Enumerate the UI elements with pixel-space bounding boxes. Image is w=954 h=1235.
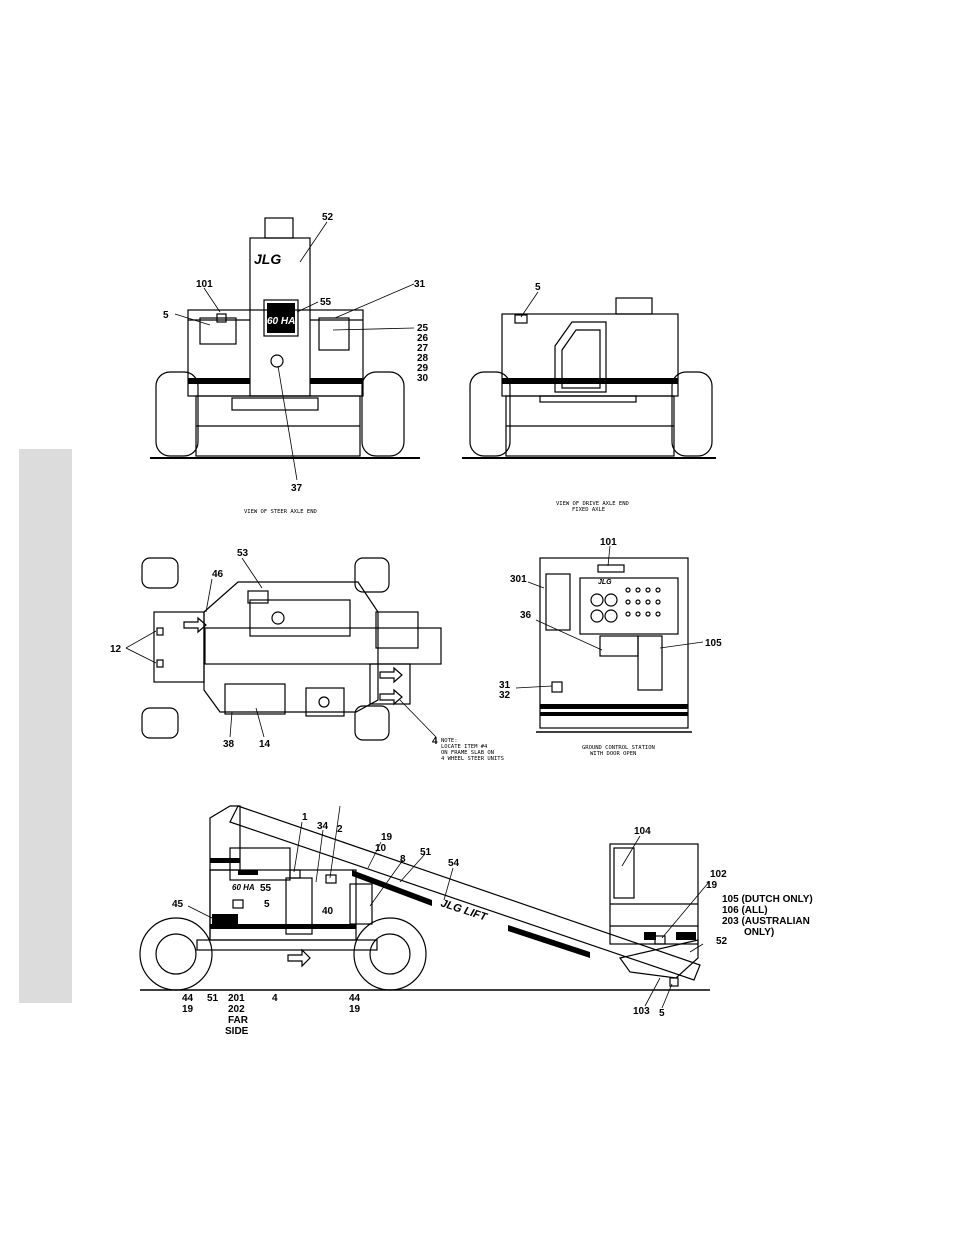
steer-view-caption: VIEW OF STEER AXLE END xyxy=(244,509,317,515)
callout-2: 2 xyxy=(337,824,343,835)
callout-101-ground: 101 xyxy=(600,537,617,548)
top-view xyxy=(141,557,442,741)
top-view-note-2: LOCATE ITEM #4 xyxy=(441,744,488,750)
drive-view-caption-2: FIXED AXLE xyxy=(572,507,605,513)
control-panel-logo: JLG xyxy=(598,579,612,586)
callout-32: 32 xyxy=(499,690,511,701)
callout-202: 202 xyxy=(228,1004,245,1015)
callout-103: 103 xyxy=(633,1006,650,1017)
ground-control-station-view xyxy=(536,557,692,733)
callout-31-ground: 31 xyxy=(499,680,511,691)
top-view-note-3: ON FRAME SLAB ON xyxy=(441,750,494,756)
callout-4-side: 4 xyxy=(272,993,278,1004)
callout-19-b: 19 xyxy=(182,1004,194,1015)
callout-34: 34 xyxy=(317,821,329,832)
drive-view-caption-1: VIEW OF DRIVE AXLE END xyxy=(556,501,629,507)
callout-29: 29 xyxy=(417,363,429,374)
jlg-mast-logo: JLG xyxy=(254,251,281,267)
callout-10: 10 xyxy=(375,843,387,854)
callout-31: 31 xyxy=(414,279,426,290)
callout-5-side-a: 5 xyxy=(264,899,270,910)
callout-44-b: 44 xyxy=(349,993,361,1004)
callout-53: 53 xyxy=(237,548,249,559)
callout-37: 37 xyxy=(291,483,303,494)
callout-105-dutch: 105 (DUTCH ONLY) xyxy=(722,894,813,905)
ground-station-caption-1: GROUND CONTROL STATION xyxy=(582,745,655,751)
callout-52: 52 xyxy=(322,212,334,223)
callout-45: 45 xyxy=(172,899,184,910)
callout-38: 38 xyxy=(223,739,235,750)
callout-12: 12 xyxy=(110,644,122,655)
callout-30: 30 xyxy=(417,373,429,384)
callout-36: 36 xyxy=(520,610,532,621)
callout-28: 28 xyxy=(417,353,429,364)
ground-station-caption-2: WITH DOOR OPEN xyxy=(590,751,636,757)
callout-1: 1 xyxy=(302,812,308,823)
callout-44-a: 44 xyxy=(182,993,194,1004)
model-badge-logo: 60 HA xyxy=(267,316,295,327)
callout-8: 8 xyxy=(400,854,406,865)
callout-19-a: 19 xyxy=(381,832,393,843)
page-margin-tab xyxy=(19,449,72,1003)
callout-14: 14 xyxy=(259,739,271,750)
side-model-badge-logo: 60 HA xyxy=(232,883,255,892)
callout-105-ground: 105 xyxy=(705,638,722,649)
callout-52-side: 52 xyxy=(716,936,728,947)
callout-27: 27 xyxy=(417,343,429,354)
label-only: ONLY) xyxy=(744,927,774,938)
steer-axle-end-view xyxy=(150,217,420,459)
callout-301: 301 xyxy=(510,574,527,585)
callout-19-c: 19 xyxy=(349,1004,361,1015)
callout-40: 40 xyxy=(322,906,334,917)
callout-55-side: 55 xyxy=(260,883,272,894)
callout-101: 101 xyxy=(196,279,213,290)
callout-19-d: 19 xyxy=(706,880,718,891)
callout-102: 102 xyxy=(710,869,727,880)
callout-4-top: 4 xyxy=(432,736,438,747)
top-view-note-4: 4 WHEEL STEER UNITS xyxy=(441,756,504,762)
label-side: SIDE xyxy=(225,1026,249,1037)
callout-51-b: 51 xyxy=(207,993,219,1004)
callout-203-australian: 203 (AUSTRALIAN xyxy=(722,916,810,927)
callout-46: 46 xyxy=(212,569,224,580)
top-view-note-1: NOTE: xyxy=(441,738,458,744)
side-view xyxy=(139,805,710,991)
callout-26: 26 xyxy=(417,333,429,344)
callout-51-a: 51 xyxy=(420,847,432,858)
callout-25: 25 xyxy=(417,323,429,334)
callout-104: 104 xyxy=(634,826,651,837)
callout-5-side-b: 5 xyxy=(659,1008,665,1019)
callout-201: 201 xyxy=(228,993,245,1004)
label-far: FAR xyxy=(228,1015,249,1026)
callout-54: 54 xyxy=(448,858,460,869)
callout-5-drive: 5 xyxy=(535,282,541,293)
drive-axle-end-view xyxy=(462,297,716,459)
callout-106-all: 106 (ALL) xyxy=(722,905,768,916)
callout-5: 5 xyxy=(163,310,169,321)
callout-55: 55 xyxy=(320,297,332,308)
